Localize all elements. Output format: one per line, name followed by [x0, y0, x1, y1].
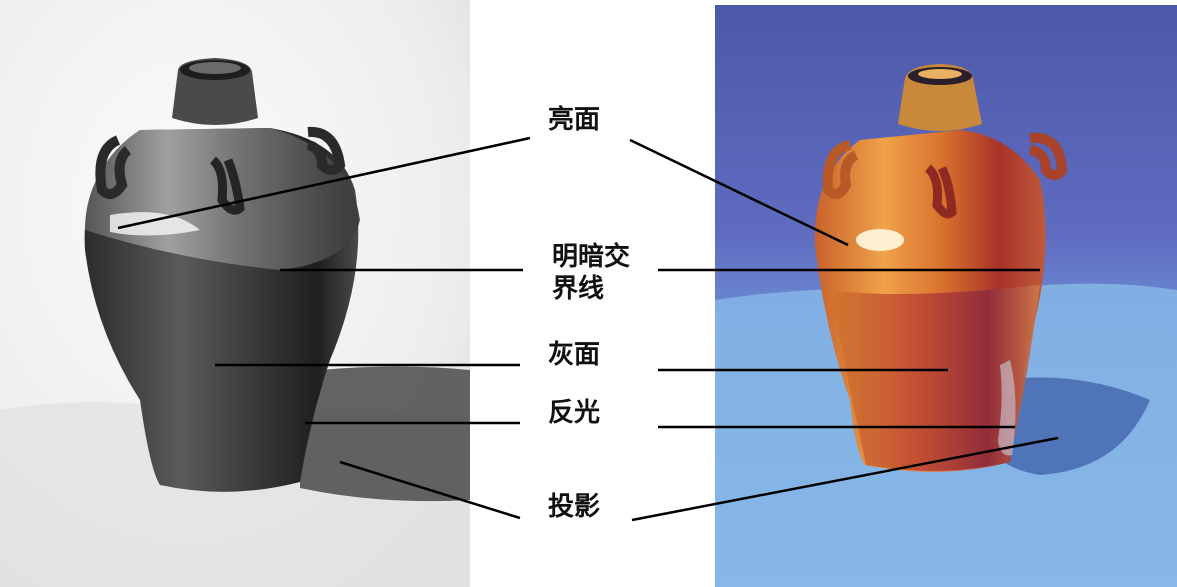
painting-panel: [629, 5, 1177, 587]
label-reflected-light: 反光: [548, 398, 601, 428]
label-halftone: 灰面: [548, 340, 601, 370]
label-cast-shadow: 投影: [548, 492, 601, 522]
sketch-jar-mouth-rim: [189, 62, 241, 74]
painting-handle-front: [924, 164, 957, 219]
sketch-highlight: [110, 212, 200, 236]
painting-jar-mouth-rim: [918, 69, 962, 79]
sketch-cast-shadow: [300, 366, 470, 502]
painting-jar-lower: [830, 285, 1040, 471]
painting-handle-left: [822, 140, 859, 199]
leader-line-shadow-left: [339, 460, 521, 520]
painting-reflected-light: [998, 360, 1016, 456]
painting-handle-right: [1029, 132, 1068, 180]
label-highlight: 亮面: [548, 105, 601, 135]
label-terminator: 明暗交界线: [552, 242, 631, 304]
leader-line-highlight-left: [117, 136, 531, 230]
sketch-handle-left: [95, 135, 132, 199]
leader-line-highlight-right: [629, 138, 849, 247]
painting-highlight: [856, 229, 904, 251]
leader-line-shadow-right: [631, 436, 1059, 522]
sketch-panel: [0, 0, 531, 587]
sketch-handle-front: [209, 156, 245, 215]
painting-cast-shadow: [995, 377, 1150, 475]
sketch-handle-right: [306, 126, 346, 175]
